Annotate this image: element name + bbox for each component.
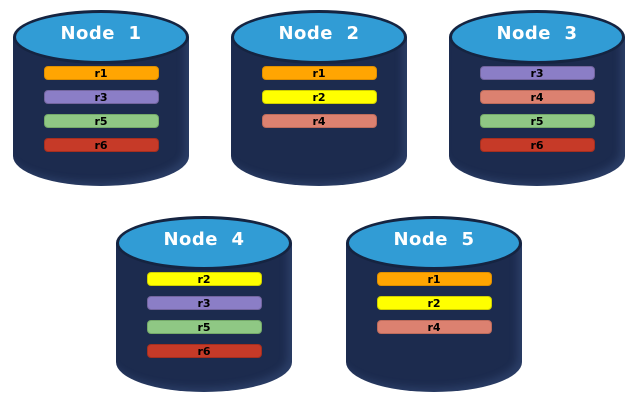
replica-bar: r6 (146, 344, 262, 358)
replica-label: r4 (312, 114, 326, 128)
replica-label: r6 (197, 344, 211, 358)
replica-label: r4 (530, 90, 544, 104)
replica-bar: r4 (376, 320, 492, 334)
replica-list: r1 r3 r5 r6 (13, 66, 189, 152)
replica-bar: r1 (43, 66, 159, 80)
cylinder-top-ellipse: Node 5 (346, 216, 522, 270)
replica-label: r5 (197, 320, 211, 334)
replica-label: r2 (312, 90, 326, 104)
replica-bar: r4 (479, 90, 595, 104)
replica-bar: r5 (479, 114, 595, 128)
node-row-bottom: Node 4 r2 r3 r5 r6 Node 5 r1 r2 r4 (0, 216, 638, 392)
replica-label: r3 (94, 90, 108, 104)
node-cylinder: Node 1 r1 r3 r5 r6 (13, 10, 189, 186)
replica-list: r3 r4 r5 r6 (449, 66, 625, 152)
replica-bar: r3 (43, 90, 159, 104)
replica-bar: r1 (376, 272, 492, 286)
node-cylinder: Node 5 r1 r2 r4 (346, 216, 522, 392)
cylinder-top-ellipse: Node 4 (116, 216, 292, 270)
cylinder-top-ellipse: Node 2 (231, 10, 407, 64)
replica-bar: r5 (43, 114, 159, 128)
node-title: Node 5 (393, 229, 475, 250)
replica-label: r1 (427, 272, 441, 286)
replica-list: r1 r2 r4 (346, 272, 522, 334)
replica-bar: r3 (479, 66, 595, 80)
replica-bar: r1 (261, 66, 377, 80)
replica-label: r5 (94, 114, 108, 128)
replica-bar: r3 (146, 296, 262, 310)
replica-label: r5 (530, 114, 544, 128)
replica-bar: r6 (479, 138, 595, 152)
cylinder-top-ellipse: Node 3 (449, 10, 625, 64)
replica-list: r1 r2 r4 (231, 66, 407, 128)
replica-bar: r2 (376, 296, 492, 310)
replica-label: r1 (94, 66, 108, 80)
replica-list: r2 r3 r5 r6 (116, 272, 292, 358)
node-cylinder: Node 2 r1 r2 r4 (231, 10, 407, 186)
replica-label: r2 (197, 272, 211, 286)
replica-label: r3 (197, 296, 211, 310)
replica-bar: r6 (43, 138, 159, 152)
node-cylinder: Node 4 r2 r3 r5 r6 (116, 216, 292, 392)
replica-bar: r4 (261, 114, 377, 128)
node-title: Node 1 (60, 23, 142, 44)
replica-label: r2 (427, 296, 441, 310)
replica-label: r6 (94, 138, 108, 152)
replica-bar: r5 (146, 320, 262, 334)
replica-bar: r2 (146, 272, 262, 286)
node-row-top: Node 1 r1 r3 r5 r6 Node 2 r1 r2 r4 Node … (0, 10, 638, 186)
cylinder-top-ellipse: Node 1 (13, 10, 189, 64)
replica-label: r6 (530, 138, 544, 152)
node-title: Node 2 (278, 23, 360, 44)
node-title: Node 3 (496, 23, 578, 44)
node-title: Node 4 (163, 229, 245, 250)
replica-label: r4 (427, 320, 441, 334)
replica-bar: r2 (261, 90, 377, 104)
node-cylinder: Node 3 r3 r4 r5 r6 (449, 10, 625, 186)
replica-label: r3 (530, 66, 544, 80)
replica-label: r1 (312, 66, 326, 80)
